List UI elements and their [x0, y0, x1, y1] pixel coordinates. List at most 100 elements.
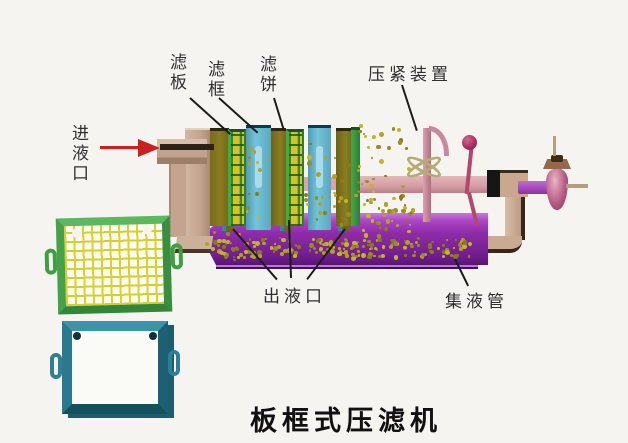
slurry-particle [320, 195, 324, 200]
slurry-particle [337, 246, 341, 250]
filter-frame-1 [246, 125, 271, 230]
slurry-particle [350, 255, 356, 261]
slurry-particle [343, 248, 346, 251]
slurry-particle [391, 127, 396, 131]
slurry-particle [324, 241, 329, 247]
slurry-particle [449, 253, 453, 257]
slurry-particle [345, 254, 350, 259]
slurry-particle [315, 250, 319, 255]
slurry-particle [452, 247, 455, 250]
slurry-particle [213, 231, 216, 234]
slurry-particle [402, 205, 408, 211]
slurry-particle [313, 246, 317, 250]
slurry-particle [361, 252, 367, 258]
slurry-particle [323, 155, 328, 159]
slurry-particle [341, 241, 345, 245]
collection-pipe-highlight [216, 265, 478, 269]
slurry-particle [369, 200, 373, 205]
slurry-particle [234, 246, 240, 252]
slurry-particle [290, 250, 293, 254]
frame-corner-notch-left [73, 332, 81, 340]
crank-pin [553, 136, 556, 156]
slurry-particle [404, 146, 408, 150]
press-post [423, 128, 431, 222]
slurry-particle [344, 250, 349, 255]
slurry-particle [387, 209, 392, 214]
slurry-particle [255, 160, 260, 165]
press-ball-handle [462, 135, 477, 150]
frame-ear-right [168, 350, 180, 376]
slurry-particle [303, 197, 308, 202]
slurry-particle [248, 161, 252, 165]
slurry-particle [367, 244, 370, 247]
slurry-particle [366, 145, 371, 150]
slurry-particle [363, 238, 367, 242]
slurry-particle [420, 253, 425, 258]
slurry-particle [210, 246, 216, 252]
slurry-particle [294, 244, 298, 247]
slurry-particle [322, 242, 326, 246]
end-support-step [169, 163, 186, 237]
slurry-particle [256, 216, 260, 219]
slurry-particle [341, 216, 345, 220]
slurry-particle [216, 244, 220, 248]
slurry-particle [253, 150, 257, 154]
crank-spindle-flare [543, 159, 571, 169]
plate-grid-face-2 [286, 129, 304, 226]
slurry-particle [248, 238, 252, 241]
slurry-particle [392, 207, 398, 213]
slurry-particle [455, 253, 460, 257]
slurry-particle [339, 195, 344, 200]
slurry-particle [342, 252, 345, 255]
slurry-particle [254, 241, 260, 247]
slurry-particle [370, 247, 373, 250]
slurry-particle [352, 254, 356, 258]
slurry-particle [305, 202, 309, 206]
slurry-particle [344, 238, 348, 242]
slurry-particle [243, 249, 248, 254]
slurry-particle [333, 191, 336, 195]
slurry-particle [369, 242, 374, 248]
slurry-particle [458, 247, 463, 251]
slurry-particle [408, 223, 412, 226]
slurry-particle [238, 252, 244, 257]
slurry-particle [346, 211, 351, 217]
slurry-particle [333, 156, 336, 160]
slurry-particle [223, 255, 228, 260]
slurry-particle [357, 169, 361, 173]
slurry-particle [377, 254, 382, 259]
slurry-particle [248, 156, 251, 159]
slurry-particle [403, 204, 407, 207]
slurry-particle [246, 206, 251, 210]
slurry-particle [367, 239, 371, 244]
slurry-particle [407, 166, 412, 171]
slurry-particle [390, 239, 393, 242]
slurry-particle [318, 241, 322, 244]
slurry-particle [423, 252, 428, 257]
screw-shaft [518, 181, 552, 194]
slurry-particle [428, 245, 433, 250]
screw-rod [356, 176, 488, 193]
slurry-particle [376, 233, 382, 239]
slurry-particle [238, 201, 241, 204]
filter-frame-2 [308, 125, 331, 230]
label-outlet: 出液口 [263, 287, 326, 306]
slurry-particle [362, 229, 365, 232]
slurry-particle [407, 229, 411, 233]
slurry-particle [337, 251, 342, 257]
slurry-particle [357, 164, 362, 169]
slurry-particle [340, 178, 345, 184]
slurry-particle [436, 247, 440, 250]
slurry-particle [365, 198, 370, 203]
slurry-particle [314, 196, 319, 200]
slurry-particle [358, 130, 362, 134]
slurry-particle [231, 246, 236, 251]
crank-side-rod [566, 184, 588, 188]
slurry-particle [360, 182, 364, 186]
slurry-particle [395, 224, 400, 228]
slurry-particle [354, 194, 358, 198]
slurry-particle [388, 244, 394, 250]
slurry-particle [348, 163, 353, 167]
slurry-particle [293, 250, 298, 255]
slurry-particle [364, 135, 368, 139]
